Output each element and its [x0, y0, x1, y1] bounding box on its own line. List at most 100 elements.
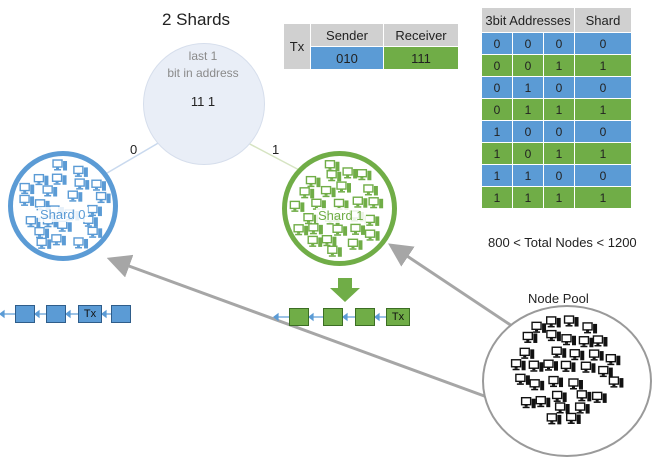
tx-table: Tx Sender Receiver 010 111	[283, 23, 459, 70]
computer-icon	[293, 224, 309, 236]
computer-icon	[51, 173, 67, 185]
tx-sender-value: 010	[310, 46, 384, 70]
computer-icon	[73, 165, 88, 177]
node-pool-label: Node Pool	[528, 291, 589, 306]
address-bit-cell: 1	[512, 186, 544, 209]
computer-icon	[327, 245, 342, 257]
computer-icon	[548, 375, 564, 388]
computer-icon	[580, 361, 596, 373]
computer-icon	[574, 402, 590, 414]
computer-icon	[87, 204, 102, 217]
address-bit-cell: 0	[543, 164, 575, 187]
computer-icon	[51, 234, 66, 246]
address-bit-cell: 1	[543, 54, 575, 77]
shard1-down-arrow	[330, 278, 360, 302]
shard1-chain-block	[355, 308, 375, 326]
shard1-label: Shard 1	[316, 208, 366, 223]
root-node	[143, 43, 265, 165]
computer-icon	[289, 200, 305, 212]
computer-icon	[336, 181, 352, 193]
computer-icon	[528, 360, 544, 372]
computer-icon	[551, 346, 567, 358]
shard0-chain-tx-block: Tx	[78, 305, 102, 323]
computer-icon	[566, 412, 581, 424]
computer-icon	[608, 376, 624, 388]
computer-icon	[568, 378, 583, 390]
computer-icon	[529, 379, 545, 391]
shard1-chain-links	[273, 312, 386, 322]
computer-icon	[352, 196, 368, 208]
address-bit-cell: 1	[543, 98, 575, 121]
computer-icon	[368, 197, 384, 209]
tx-receiver-value: 111	[383, 46, 459, 70]
computer-icon	[535, 395, 551, 408]
node-pool-circle	[482, 305, 652, 457]
computer-icon	[320, 185, 336, 198]
address-shard-cell: 1	[574, 186, 632, 209]
address-bit-cell: 0	[481, 76, 513, 99]
address-bit-cell: 0	[512, 120, 544, 143]
shard0-chain-block	[46, 305, 66, 323]
root-node-caption-line2: bit in address	[167, 66, 239, 80]
address-table-header-shard: Shard	[574, 7, 632, 33]
address-bit-cell: 1	[481, 186, 513, 209]
computer-icon	[591, 391, 607, 403]
shard1-chain-block	[289, 308, 309, 326]
total-nodes-label: 800 < Total Nodes < 1200	[488, 235, 637, 250]
tx-row-label: Tx	[283, 23, 311, 70]
computer-icon	[91, 179, 106, 191]
computer-icon	[582, 322, 598, 334]
computer-icon	[33, 173, 49, 186]
computer-icon	[347, 238, 363, 250]
pool-arrow-to-shard1	[388, 243, 513, 328]
computer-icon	[588, 349, 604, 361]
computer-icon	[364, 214, 380, 226]
edge-label-0: 0	[130, 142, 138, 157]
computer-icon	[67, 190, 83, 202]
computer-icon	[364, 229, 380, 241]
computer-icon	[519, 347, 535, 359]
computer-icon	[42, 185, 58, 197]
address-bit-cell: 0	[481, 98, 513, 121]
address-bit-cell: 0	[481, 32, 513, 55]
address-bit-cell: 1	[481, 142, 513, 165]
computer-icon	[520, 396, 536, 409]
computer-icon	[592, 335, 608, 347]
pool-arrow-to-shard0	[106, 254, 488, 399]
diagram-title: 2 Shards	[162, 10, 231, 29]
computer-icon	[560, 360, 576, 372]
shard0-chain-links	[0, 309, 111, 319]
root-node-value: 11 1	[190, 94, 216, 109]
address-shard-cell: 1	[574, 98, 632, 121]
computer-icon	[299, 187, 315, 199]
computer-icon	[531, 321, 547, 333]
computer-icon	[73, 237, 89, 249]
computer-icon	[563, 315, 579, 327]
computer-icon	[305, 175, 321, 188]
computer-icon	[605, 353, 621, 366]
computer-icon	[551, 390, 567, 402]
computer-icon	[522, 331, 538, 343]
shard0-chain-block	[15, 305, 35, 323]
address-bit-cell: 0	[512, 32, 544, 55]
computer-icon	[546, 329, 561, 342]
computer-icon	[19, 182, 35, 195]
address-shard-cell: 1	[574, 54, 632, 77]
computer-icon	[34, 226, 50, 239]
tx-header-sender: Sender	[310, 23, 384, 47]
shard1-chain-block	[323, 308, 343, 326]
computer-icon	[25, 216, 41, 228]
computer-icon	[326, 170, 342, 182]
address-bit-cell: 0	[512, 54, 544, 77]
edge-label-1: 1	[272, 142, 280, 157]
computer-icon	[57, 220, 72, 232]
edge-line-1	[245, 141, 304, 173]
computer-icon	[561, 334, 577, 346]
